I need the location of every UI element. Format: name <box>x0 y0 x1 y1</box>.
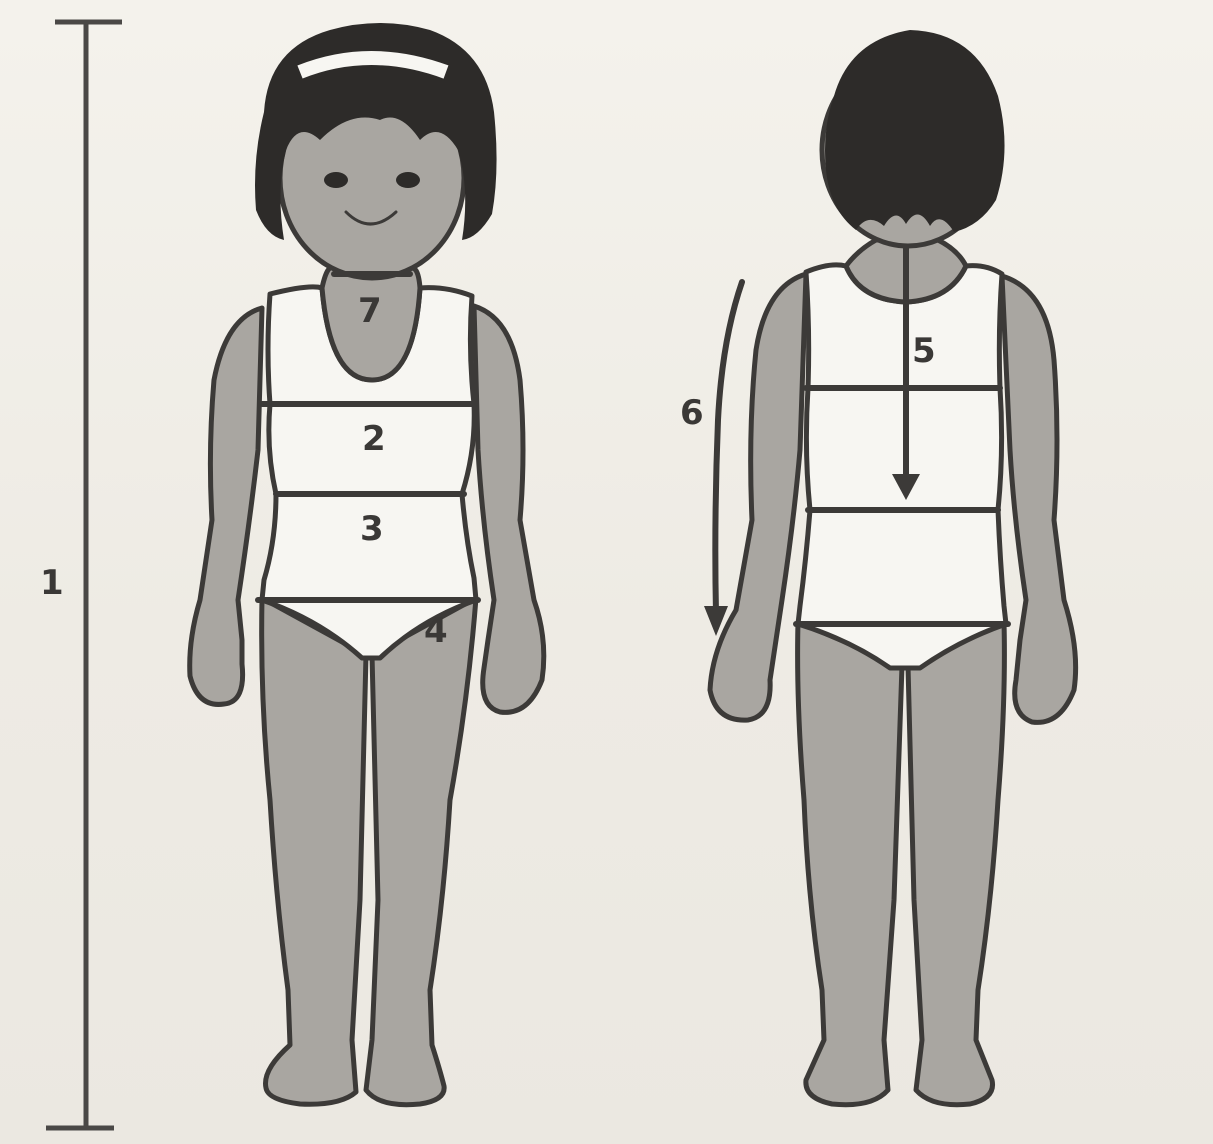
back-swimsuit <box>798 265 1006 624</box>
back-right-leg <box>908 622 1004 1105</box>
front-left-leg <box>262 598 366 1104</box>
back-left-leg <box>798 622 902 1105</box>
back-figure <box>704 30 1076 1105</box>
front-figure <box>190 23 544 1105</box>
front-right-arm <box>474 306 544 712</box>
front-right-leg <box>366 598 476 1105</box>
back-hair <box>825 30 1005 232</box>
arm-length-arrow <box>715 282 742 614</box>
label-arm-length: 6 <box>680 393 704 433</box>
label-chest: 2 <box>362 419 386 459</box>
back-right-arm <box>1002 276 1076 722</box>
label-back-length: 5 <box>912 331 936 371</box>
front-left-arm <box>190 308 262 704</box>
label-neck: 7 <box>358 291 382 331</box>
label-hip: 4 <box>424 611 448 651</box>
label-height: 1 <box>40 563 64 603</box>
label-waist: 3 <box>360 509 384 549</box>
